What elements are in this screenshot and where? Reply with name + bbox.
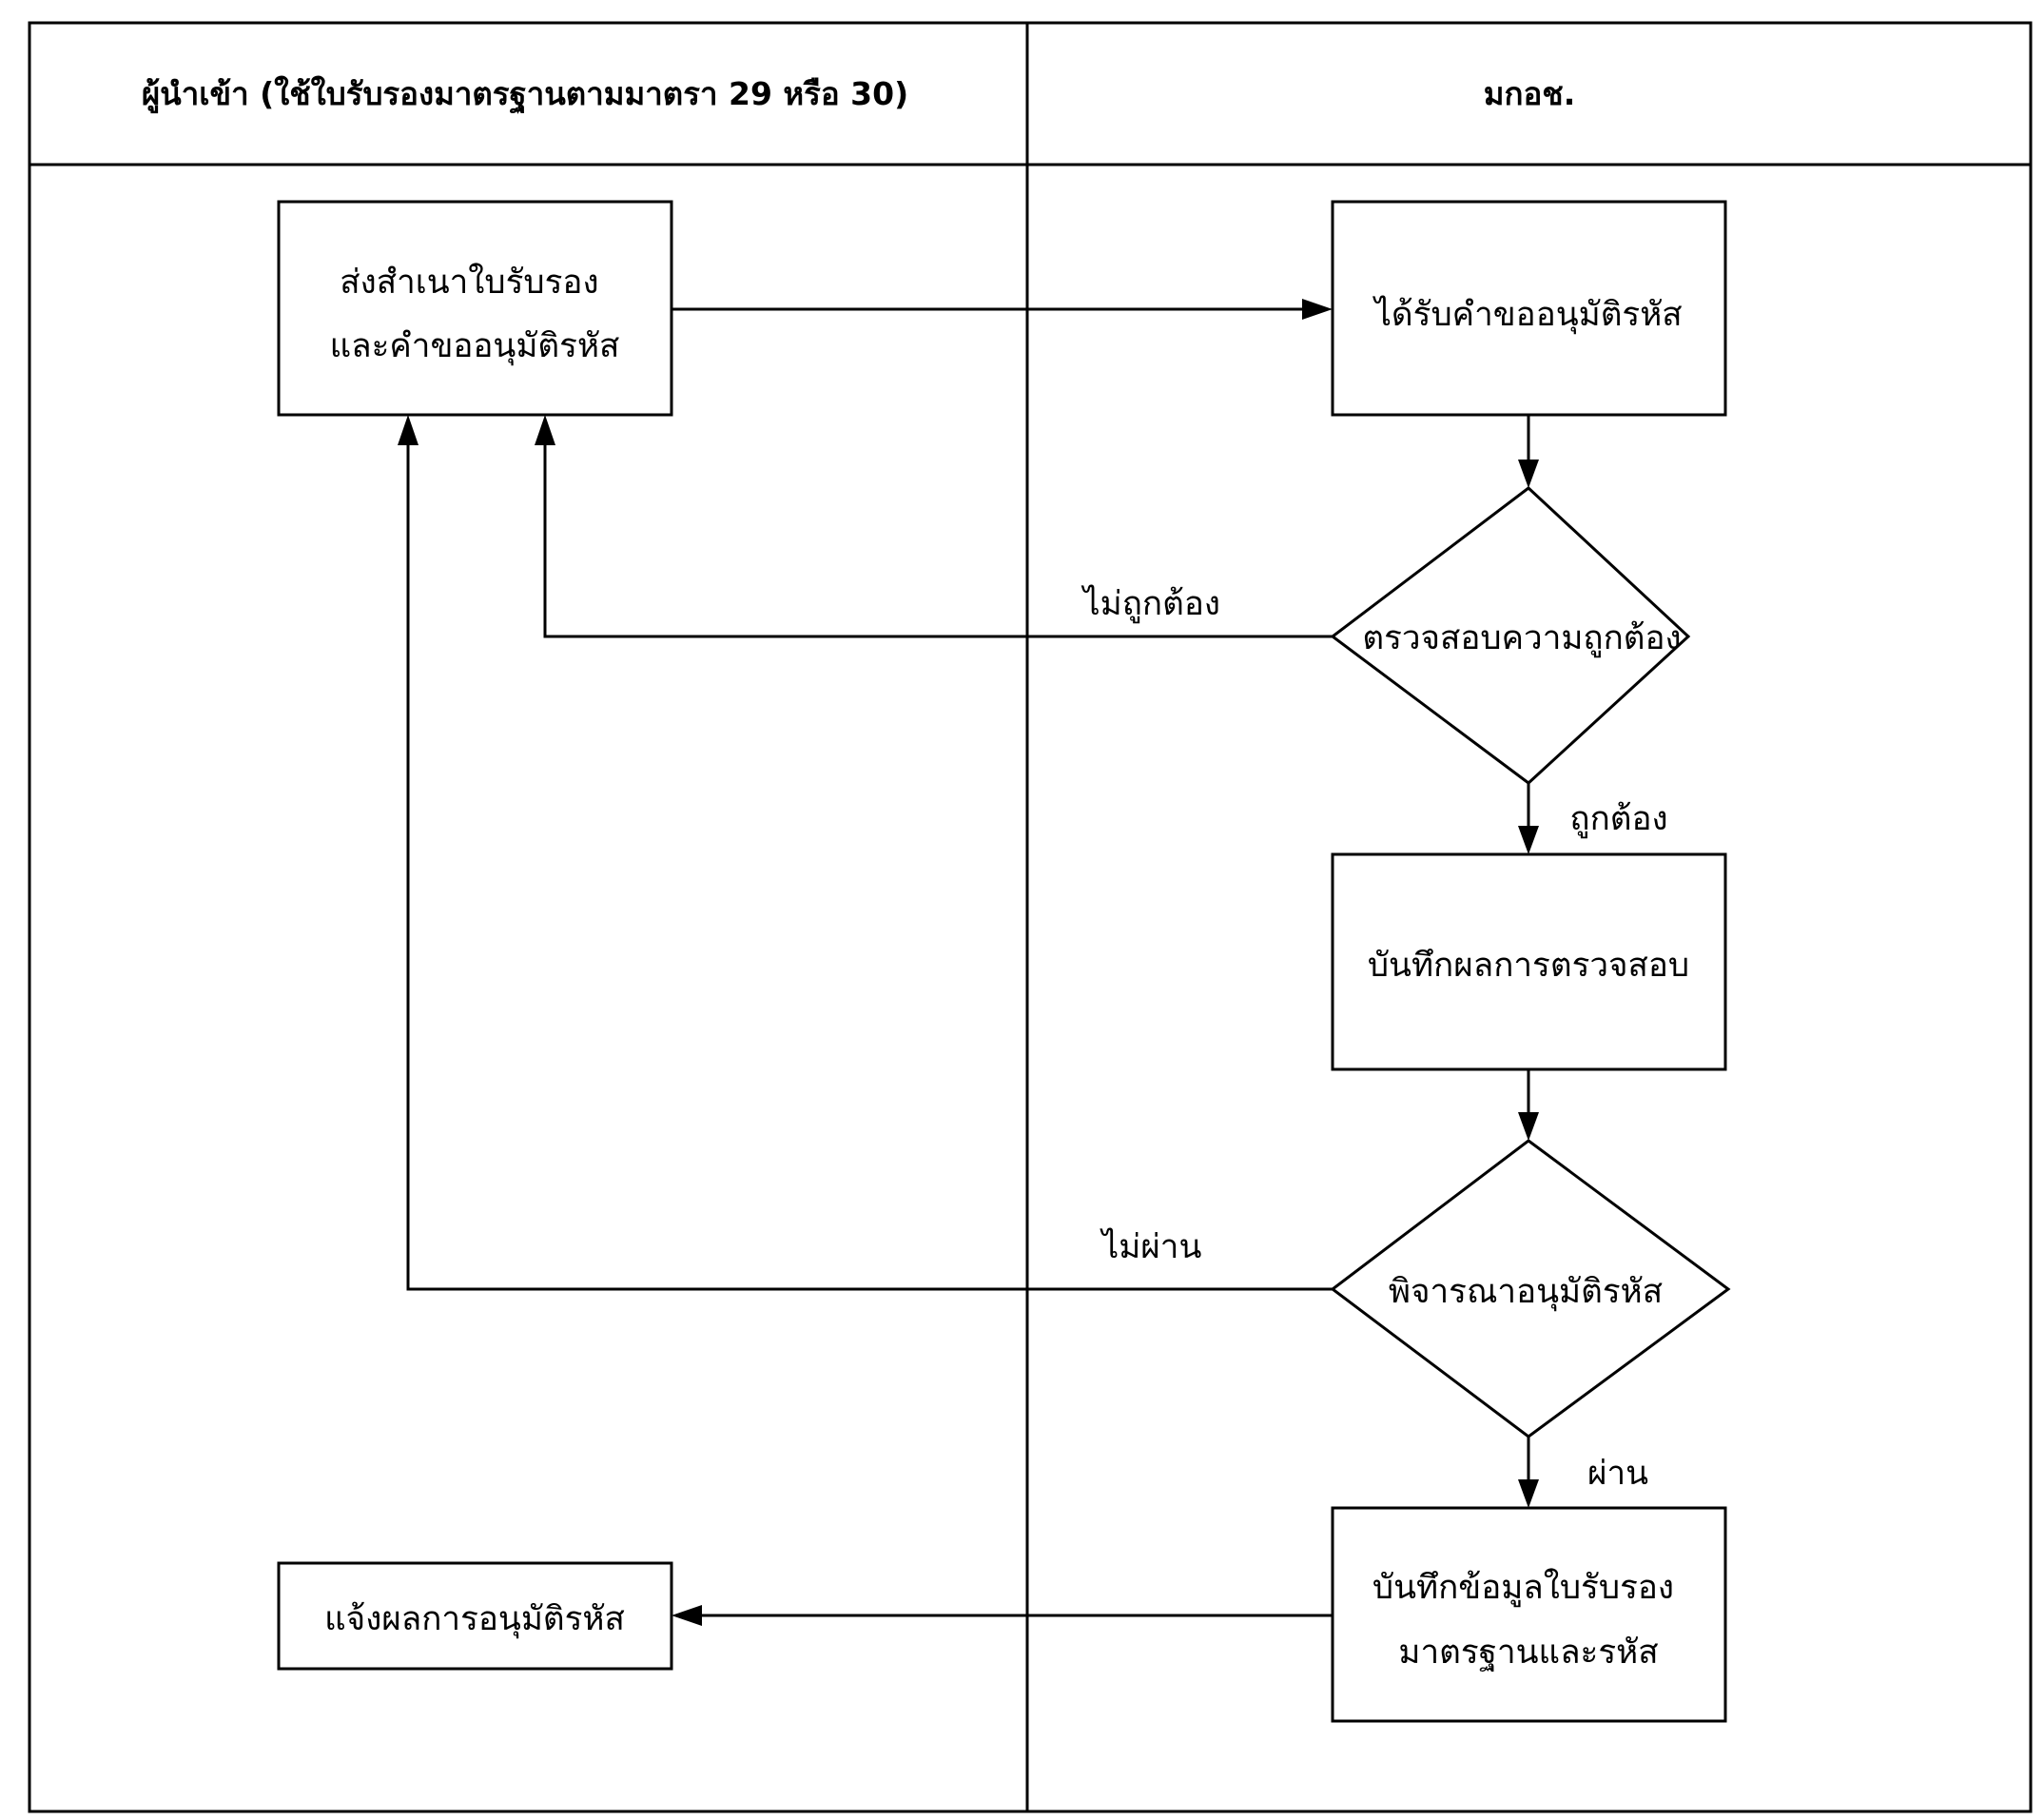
node-submit-line-2: และคำขออนุมัติรหัส: [330, 327, 620, 365]
node-submit-text: ส่งสำเนาใบรับรอง และคำขออนุมัติรหัส: [330, 263, 620, 365]
node-receive-line-1: ได้รับคำขออนุมัติรหัส: [1372, 295, 1682, 334]
arrowhead-submit-fail: [398, 415, 419, 445]
arrowhead-record-cert: [1518, 1479, 1539, 1508]
node-record-check: บันทึกผลการตรวจสอบ: [1331, 852, 1727, 1071]
node-check-line-1: ตรวจสอบความถูกต้อง: [1362, 619, 1681, 657]
node-record-cert-text: บันทึกข้อมูลใบรับรอง มาตรฐานและรหัส: [1372, 1568, 1684, 1672]
label-fail: ไม่ผ่าน: [1100, 1227, 1202, 1266]
lane-title-agency: มกอช.: [1484, 75, 1576, 112]
node-consider-line-1: พิจารณาอนุมัติรหัส: [1389, 1273, 1663, 1311]
node-record-cert: บันทึกข้อมูลใบรับรอง มาตรฐานและรหัส: [1331, 1506, 1727, 1723]
label-correct: ถูกต้อง: [1569, 800, 1667, 838]
node-notify-line-1: แจ้งผลการอนุมัติรหัส: [324, 1600, 625, 1638]
edge-consider-fail-to-submit: [406, 443, 1333, 1291]
node-record-check-line-1: บันทึกผลการตรวจสอบ: [1368, 947, 1689, 985]
arrowhead-check: [1518, 460, 1539, 488]
node-record-check-box: [1331, 852, 1727, 1071]
node-submit: ส่งสำเนาใบรับรอง และคำขออนุมัติรหัส: [277, 200, 673, 417]
node-notify-text: แจ้งผลการอนุมัติรหัส: [324, 1600, 625, 1638]
arrowhead-notify: [672, 1605, 702, 1626]
label-pass: ผ่าน: [1587, 1455, 1648, 1493]
diagram-frame: [28, 21, 2033, 1813]
node-check-text: ตรวจสอบความถูกต้อง: [1362, 619, 1681, 657]
node-notify-box: [277, 1561, 673, 1671]
node-receive-text: ได้รับคำขออนุมัติรหัส: [1372, 295, 1682, 334]
lane-title-importer: ผู้นำเข้า (ใช้ใบรับรองมาตรฐานตามมาตรา 29…: [142, 75, 908, 114]
arrowhead-record-check: [1518, 826, 1539, 854]
node-record-cert-box: [1331, 1506, 1727, 1723]
node-receive: ได้รับคำขออนุมัติรหัส: [1331, 200, 1727, 417]
node-check: ตรวจสอบความถูกต้อง: [1330, 486, 1691, 785]
node-record-check-text: บันทึกผลการตรวจสอบ: [1368, 947, 1689, 985]
edge-check-incorrect-to-submit: [543, 443, 1333, 638]
node-consider: พิจารณาอนุมัติรหัส: [1330, 1139, 1731, 1438]
arrowhead-receive: [1302, 299, 1333, 320]
node-submit-box: [277, 200, 673, 417]
arrowhead-consider: [1518, 1112, 1539, 1141]
node-consider-text: พิจารณาอนุมัติรหัส: [1389, 1273, 1663, 1311]
label-incorrect: ไม่ถูกต้อง: [1080, 584, 1220, 623]
arrowhead-submit-incorrect: [535, 415, 555, 445]
node-notify: แจ้งผลการอนุมัติรหัส: [277, 1561, 673, 1671]
node-submit-line-1: ส่งสำเนาใบรับรอง: [340, 263, 598, 302]
node-record-cert-line-1: บันทึกข้อมูลใบรับรอง: [1372, 1568, 1674, 1607]
node-record-cert-line-2: มาตรฐานและรหัส: [1398, 1634, 1658, 1672]
